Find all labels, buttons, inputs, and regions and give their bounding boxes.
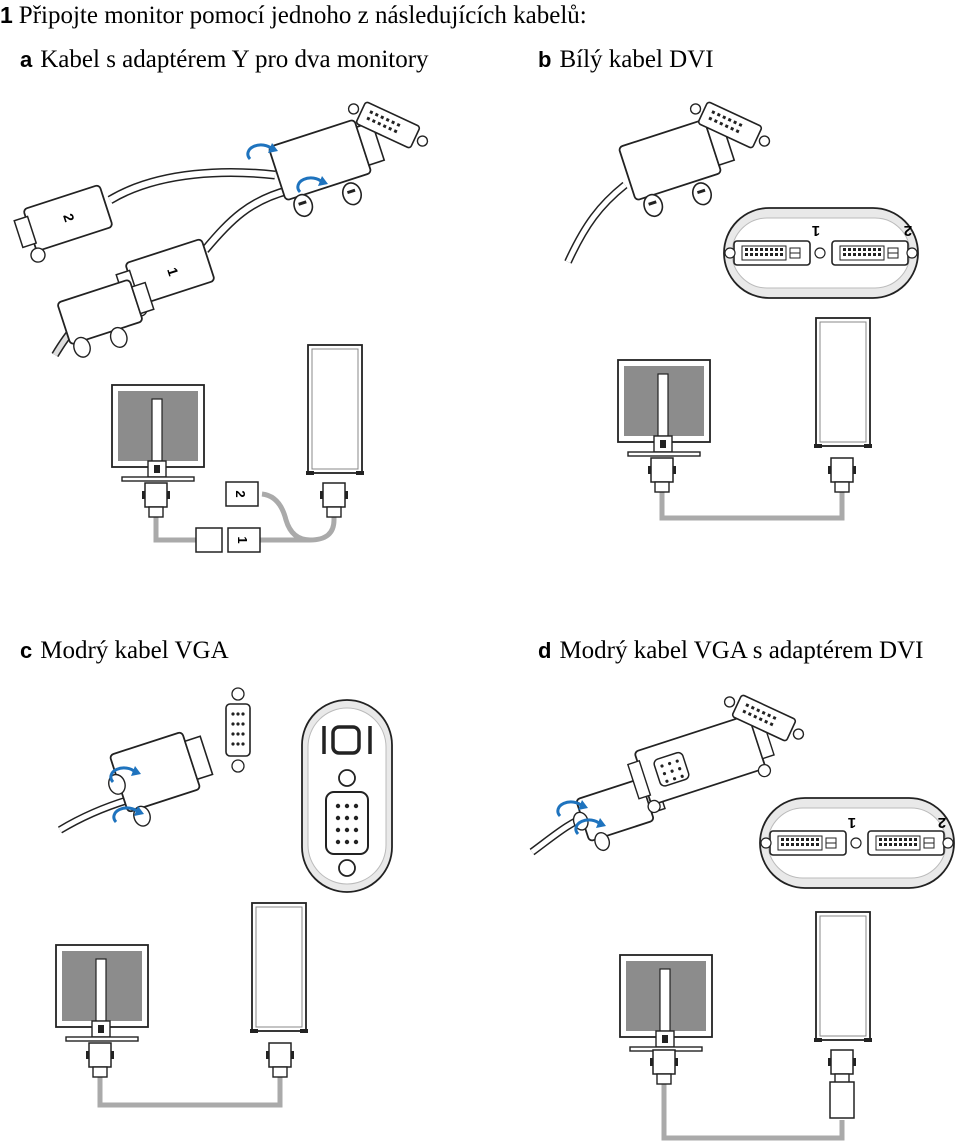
option-a-letter: a	[20, 47, 33, 72]
step-number: 1	[0, 2, 13, 28]
step-text: Připojte monitor pomocí jednoho z násled…	[18, 2, 587, 29]
panel-c-illustration	[55, 687, 393, 1108]
panel-b-port-number-1: 1	[812, 222, 820, 239]
monitor-icon	[111, 384, 205, 482]
panel-d-port-number-2: 2	[938, 814, 946, 831]
option-d-label: Modrý kabel VGA s adaptérem DVI	[559, 637, 924, 664]
option-a-label: Kabel s adaptérem Y pro dva monitory	[40, 46, 429, 73]
monitor-icon	[55, 944, 149, 1042]
back-panel-dual-dvi	[724, 208, 918, 298]
video-port-symbol-icon	[322, 725, 372, 755]
option-b-caption: b Bílý kabel DVI	[538, 45, 714, 75]
option-b-letter: b	[538, 47, 552, 72]
dvi-vga-adapter	[626, 714, 775, 814]
panel-b-port-number-2: 2	[904, 222, 912, 239]
diagram-number-1: 1	[235, 536, 250, 543]
diagram-number-2: 2	[233, 490, 248, 497]
computer-tower-icon	[305, 344, 365, 476]
option-d-caption: d Modrý kabel VGA s adaptérem DVI	[538, 636, 924, 666]
vga-cable-plug	[108, 731, 214, 827]
monitor-cable-plug	[57, 279, 155, 358]
option-c-label: Modrý kabel VGA	[40, 637, 229, 664]
computer-tower-icon	[249, 902, 309, 1034]
option-c-caption: c Modrý kabel VGA	[20, 636, 229, 666]
computer-tower-icon	[813, 317, 873, 449]
y-adapter-connector-2	[13, 184, 113, 263]
panel-d-illustration: 1 2	[529, 688, 954, 1141]
option-d-letter: d	[538, 638, 552, 663]
monitor-icon	[617, 359, 711, 457]
back-panel-vga	[301, 699, 393, 893]
monitor-icon	[619, 954, 713, 1052]
computer-tower-icon	[813, 911, 873, 1043]
panel-d-port-number-1: 1	[848, 814, 856, 831]
back-panel-dual-dvi	[760, 798, 954, 888]
panel-a-illustration: 2 1 1 2	[13, 95, 433, 553]
option-c-letter: c	[20, 638, 33, 663]
option-a-caption: a Kabel s adaptérem Y pro dva monitory	[20, 45, 429, 75]
vga-port-icon	[225, 687, 251, 773]
panel-b-illustration: 1 2	[564, 95, 918, 521]
option-b-label: Bílý kabel DVI	[559, 46, 714, 73]
